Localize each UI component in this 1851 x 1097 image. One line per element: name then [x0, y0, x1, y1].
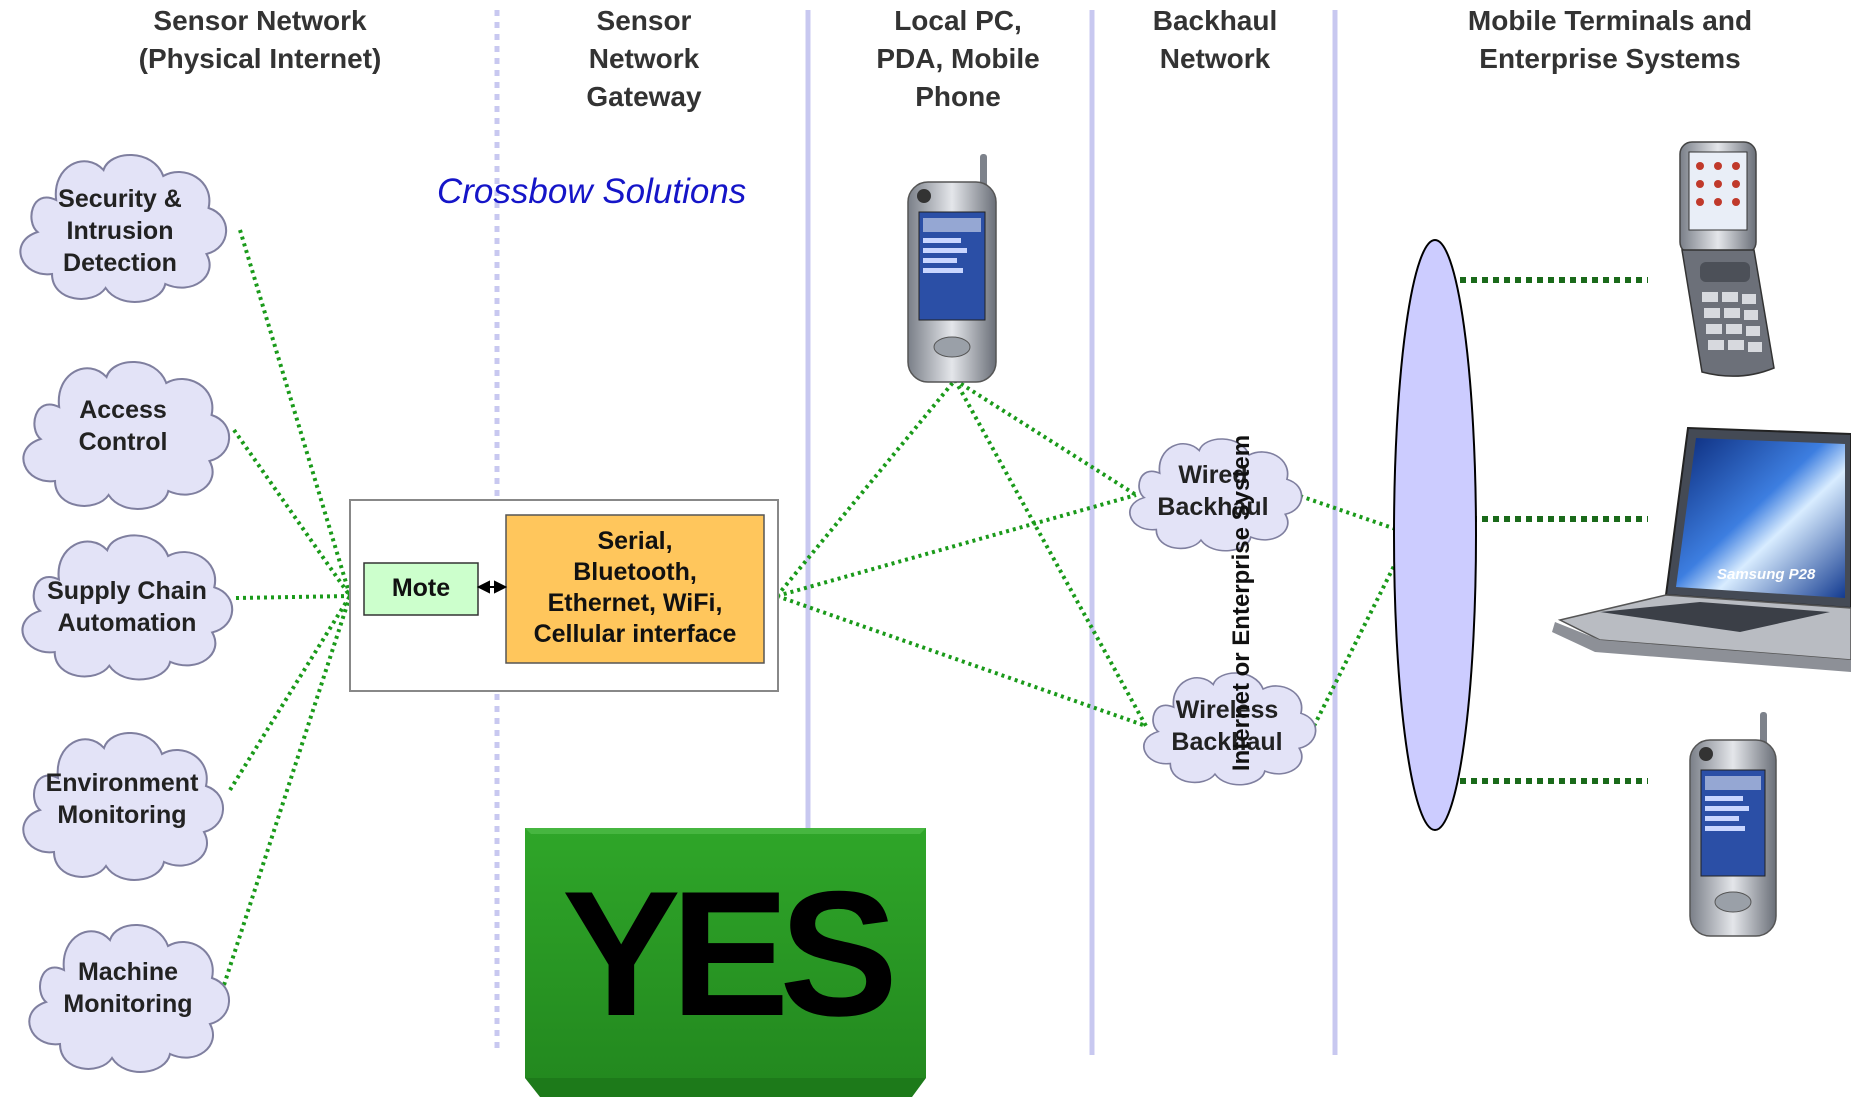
- header-line: Gateway: [586, 81, 702, 112]
- cloud-label-machine: Machine Monitoring: [28, 956, 228, 1020]
- backhaul-label-wired: Wired Backhaul: [1133, 459, 1293, 523]
- interface-line: Cellular interface: [533, 620, 737, 648]
- column-header-enterprise: Mobile Terminals and Enterprise Systems: [1390, 2, 1830, 78]
- cloud-label-line: Backhaul: [1171, 728, 1283, 756]
- laptop-icon: [1552, 426, 1851, 672]
- cloud-label-line: Wireless: [1175, 696, 1279, 724]
- mote-label: Mote: [391, 574, 451, 602]
- pda-phone-icon: [907, 154, 997, 383]
- interface-box: [505, 514, 765, 664]
- cloud-label-security: Security & Intrusion Detection: [20, 183, 220, 279]
- link-wired-internet: [1299, 494, 1411, 536]
- cloud-label-line: Automation: [57, 609, 197, 637]
- header-line: PDA, Mobile: [876, 43, 1040, 74]
- header-line: Phone: [915, 81, 1001, 112]
- link-phone-wired: [953, 378, 1138, 497]
- link-wireless-internet: [1312, 533, 1412, 727]
- cloud-label-line: Security &: [58, 185, 182, 213]
- header-line: Network: [588, 43, 700, 74]
- column-header-sensor-network: Sensor Network (Physical Internet): [80, 2, 440, 78]
- cloud-label-line: Environment: [45, 769, 199, 797]
- yes-stamp-text: YES: [561, 854, 898, 1053]
- interface-line: Ethernet, WiFi,: [547, 589, 723, 617]
- cloud-label-line: Access: [79, 396, 167, 424]
- link-machine: [222, 595, 352, 986]
- internet-enterprise-label: Internet or Enterprise System: [1228, 434, 1255, 772]
- link-gateway-phone: [775, 378, 957, 598]
- cloud-label-line: Control: [78, 428, 168, 456]
- link-supply-chain: [235, 594, 351, 600]
- double-arrow: [476, 580, 508, 594]
- dotted-links: [222, 229, 1412, 986]
- cloud-label-line: Machine: [77, 958, 179, 986]
- cloud-label-line: Wired: [1178, 461, 1248, 489]
- cloud-label-environment: Environment Monitoring: [12, 767, 232, 831]
- cloud-label-line: Supply Chain: [47, 577, 207, 605]
- mote-box: [363, 562, 479, 616]
- header-line: Network: [1159, 43, 1271, 74]
- cloud-label-line: Detection: [63, 249, 177, 277]
- header-line: Sensor Network: [153, 5, 367, 36]
- cloud-label-line: Monitoring: [63, 990, 193, 1018]
- cloud-label-access: Access Control: [23, 394, 223, 458]
- cloud-label-line: Backhaul: [1157, 493, 1269, 521]
- header-line: Backhaul: [1152, 5, 1278, 36]
- column-header-gateway: Sensor Network Gateway: [524, 2, 764, 116]
- header-line: Local PC,: [894, 5, 1022, 36]
- column-header-backhaul: Backhaul Network: [1105, 2, 1325, 78]
- internet-ellipse: [1393, 239, 1477, 831]
- link-gateway-wired: [776, 493, 1137, 598]
- cloud-label-supply-chain: Supply Chain Automation: [17, 575, 237, 639]
- link-phone-wireless: [953, 379, 1148, 727]
- interface-line: Bluetooth,: [573, 558, 697, 586]
- backhaul-label-wireless: Wireless Backhaul: [1147, 694, 1307, 758]
- pda-phone-icon-terminal: [1689, 712, 1777, 937]
- link-security: [238, 229, 352, 597]
- terminal-links: [1460, 277, 1648, 784]
- interface-line: Serial,: [597, 527, 673, 555]
- cloud-label-line: Intrusion: [66, 217, 174, 245]
- yes-stamp-box: [525, 828, 926, 1097]
- laptop-brand-label: Samsung P28: [1717, 566, 1816, 583]
- flip-phone-icon: [1679, 141, 1775, 377]
- column-header-local-pc: Local PC, PDA, Mobile Phone: [828, 2, 1088, 116]
- link-environment: [228, 594, 352, 792]
- link-gateway-wireless: [776, 594, 1147, 728]
- header-line: Sensor: [596, 5, 692, 36]
- link-access: [232, 428, 352, 598]
- crossbow-solutions-label: Crossbow Solutions: [437, 172, 747, 211]
- header-line: (Physical Internet): [138, 43, 382, 74]
- cloud-label-line: Monitoring: [57, 801, 187, 829]
- interface-label: Serial, Bluetooth, Ethernet, WiFi, Cellu…: [506, 526, 764, 650]
- header-line: Mobile Terminals and: [1467, 5, 1753, 36]
- header-line: Enterprise Systems: [1479, 43, 1741, 74]
